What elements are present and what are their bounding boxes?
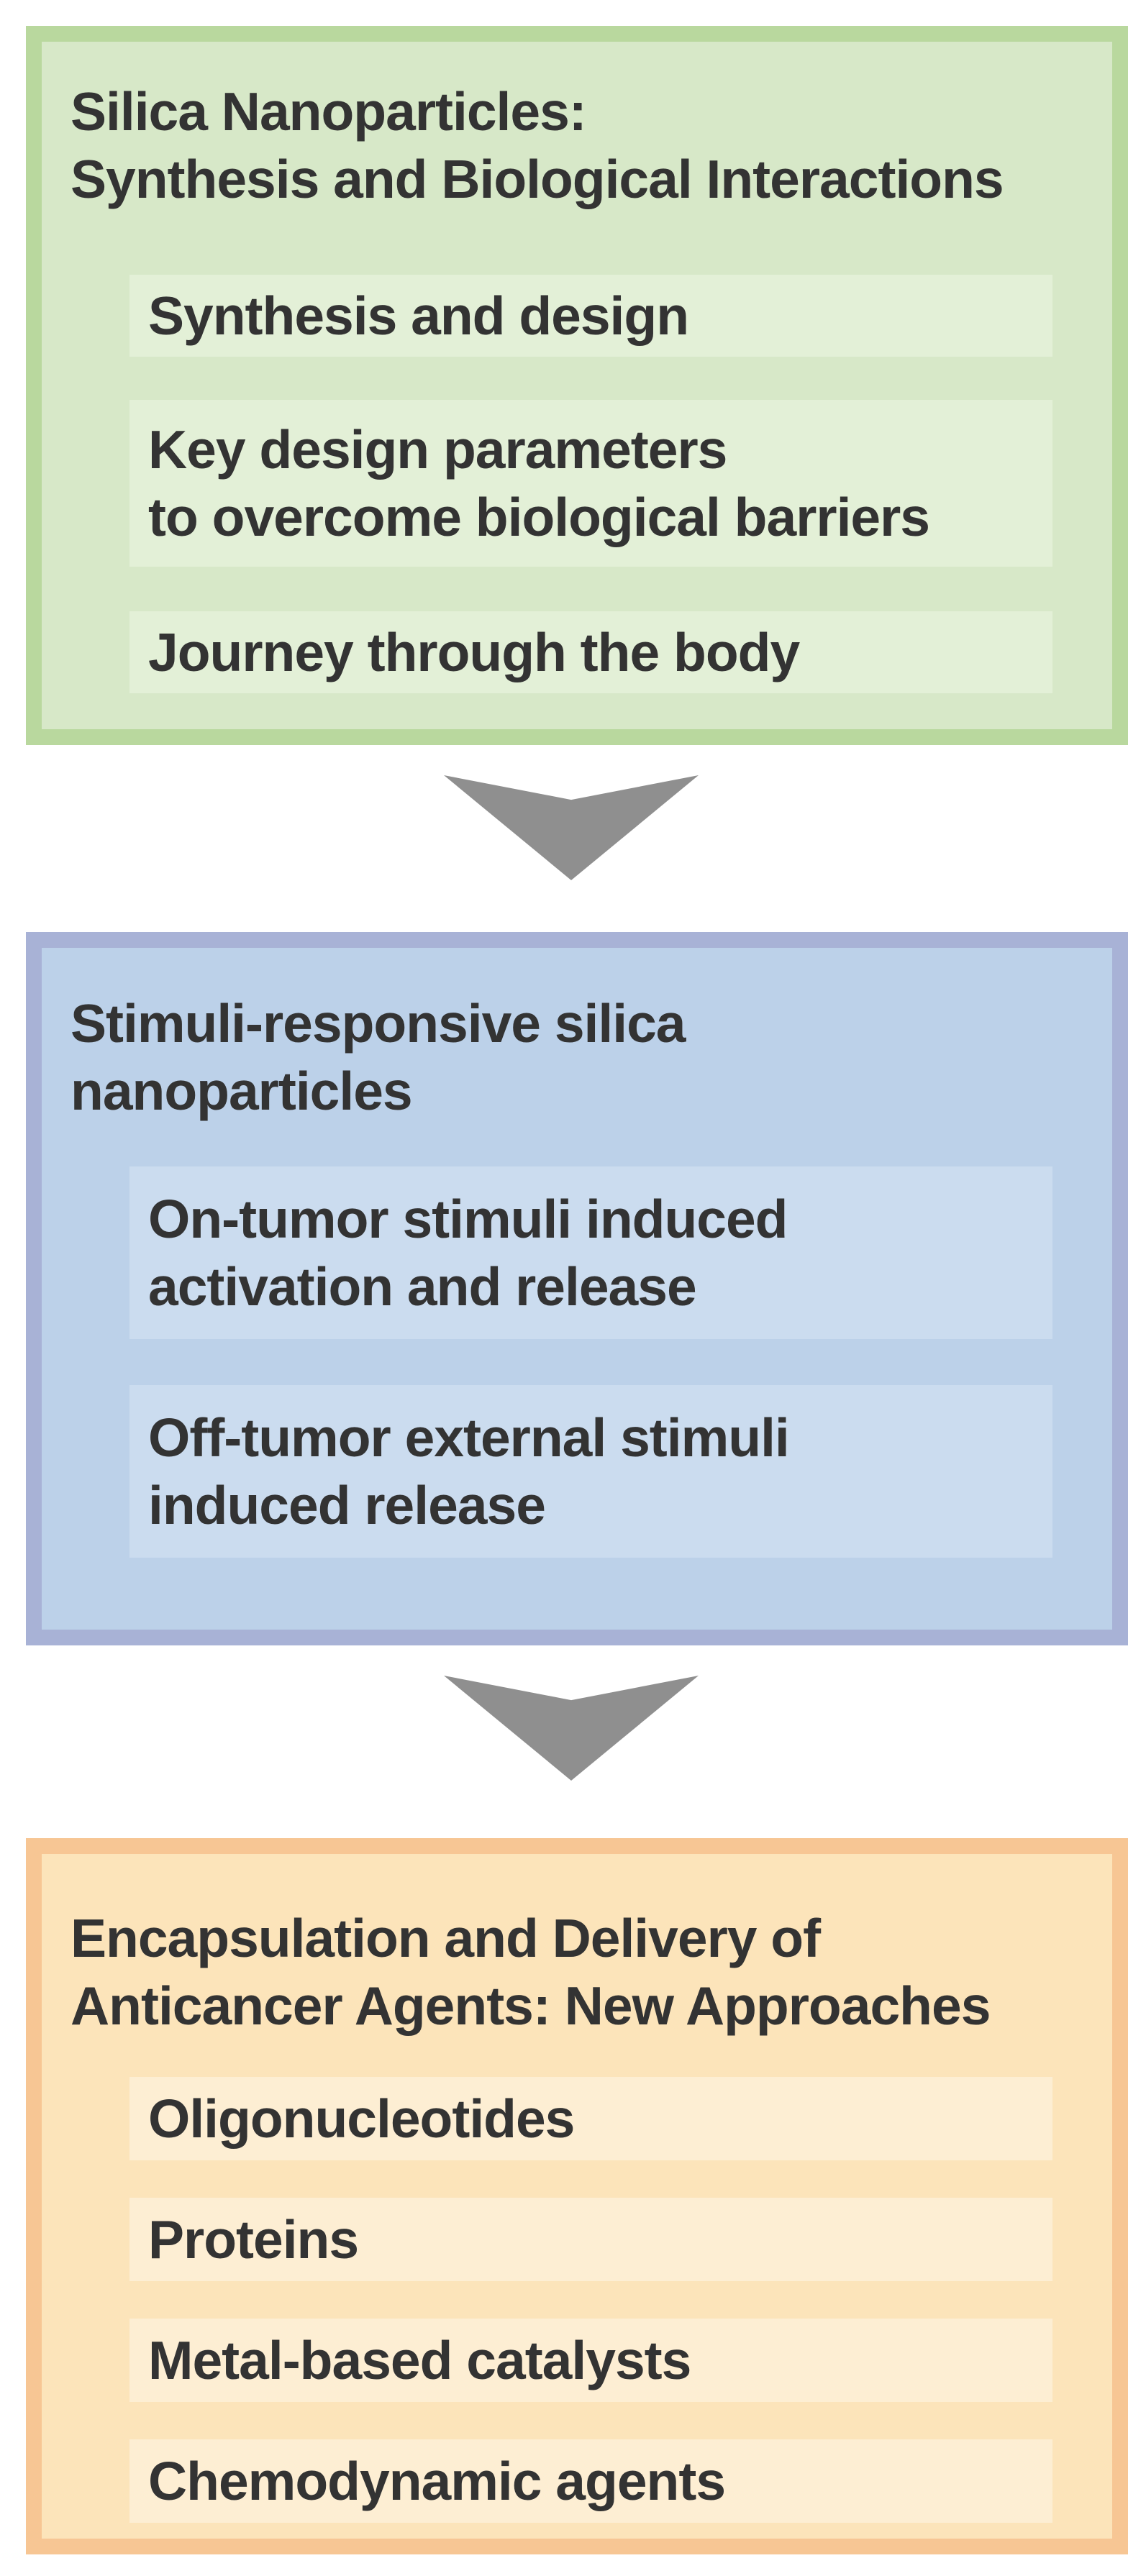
list-item-key-design-parameters: Key design parameters to overcome biolog… <box>129 400 1052 567</box>
list-item-synthesis-design: Synthesis and design <box>129 275 1052 357</box>
section-title: Encapsulation and Delivery of Anticancer… <box>71 1908 991 2036</box>
section-title: Stimuli-responsive silica nanoparticles <box>71 993 686 1121</box>
list-item-metal-based-catalysts: Metal-based catalysts <box>129 2319 1052 2402</box>
down-arrow-icon <box>444 775 699 880</box>
section-title: Silica Nanoparticles: Synthesis and Biol… <box>71 81 1004 209</box>
list-item-journey-through-body: Journey through the body <box>129 611 1052 693</box>
list-item-oligonucleotides: Oligonucleotides <box>129 2077 1052 2160</box>
section-silica-nanoparticles: Silica Nanoparticles: Synthesis and Biol… <box>26 26 1128 745</box>
list-item-chemodynamic-agents: Chemodynamic agents <box>129 2439 1052 2523</box>
section-stimuli-responsive: Stimuli-responsive silica nanoparticles … <box>26 932 1128 1645</box>
section-encapsulation-delivery: Encapsulation and Delivery of Anticancer… <box>26 1838 1128 2554</box>
list-item-proteins: Proteins <box>129 2198 1052 2281</box>
down-arrow-icon <box>444 1676 699 1781</box>
list-item-off-tumor-stimuli: Off-tumor external stimuli induced relea… <box>129 1385 1052 1558</box>
list-item-on-tumor-stimuli: On-tumor stimuli induced activation and … <box>129 1166 1052 1339</box>
